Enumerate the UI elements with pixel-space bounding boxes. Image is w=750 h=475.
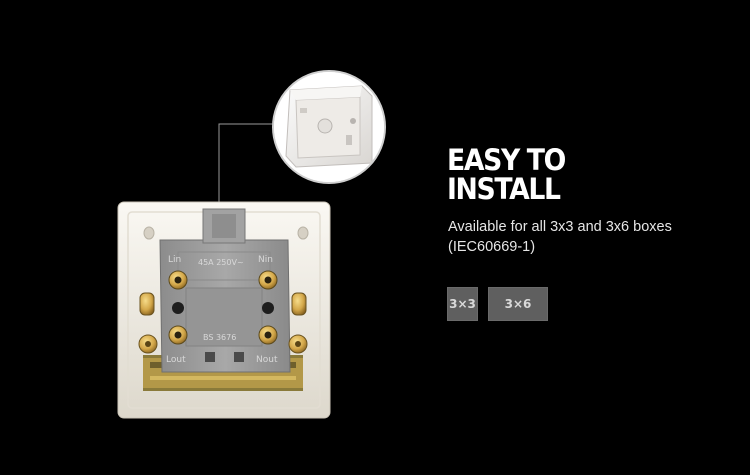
description: Available for all 3x3 and 3x6 boxes (IEC…	[448, 217, 738, 257]
label-rating: 45A 250V~	[198, 258, 244, 267]
label-n-in: Nin	[258, 255, 273, 265]
label-n-out: Nout	[256, 355, 278, 365]
description-line-1: Available for all 3x3 and 3x6 boxes	[448, 219, 672, 235]
label-l-in: Lin	[168, 255, 181, 265]
headline: EASY TO INSTALL	[447, 143, 566, 206]
box-size-3x6-badge: 3×6	[488, 287, 548, 321]
label-standard: BS 3676	[203, 333, 236, 342]
back-box-callout	[272, 70, 386, 184]
terminal-screws	[138, 270, 308, 354]
description-line-2: (IEC60669-1)	[448, 239, 536, 255]
switch-plate: Lin Nin 45A 250V~ BS 3676 Lout Nout	[117, 201, 331, 419]
headline-line-2: INSTALL	[447, 172, 561, 206]
box-size-3x3-badge: 3×3	[447, 287, 478, 321]
headline-line-1: EASY TO	[447, 143, 566, 177]
label-l-out: Lout	[166, 355, 186, 365]
